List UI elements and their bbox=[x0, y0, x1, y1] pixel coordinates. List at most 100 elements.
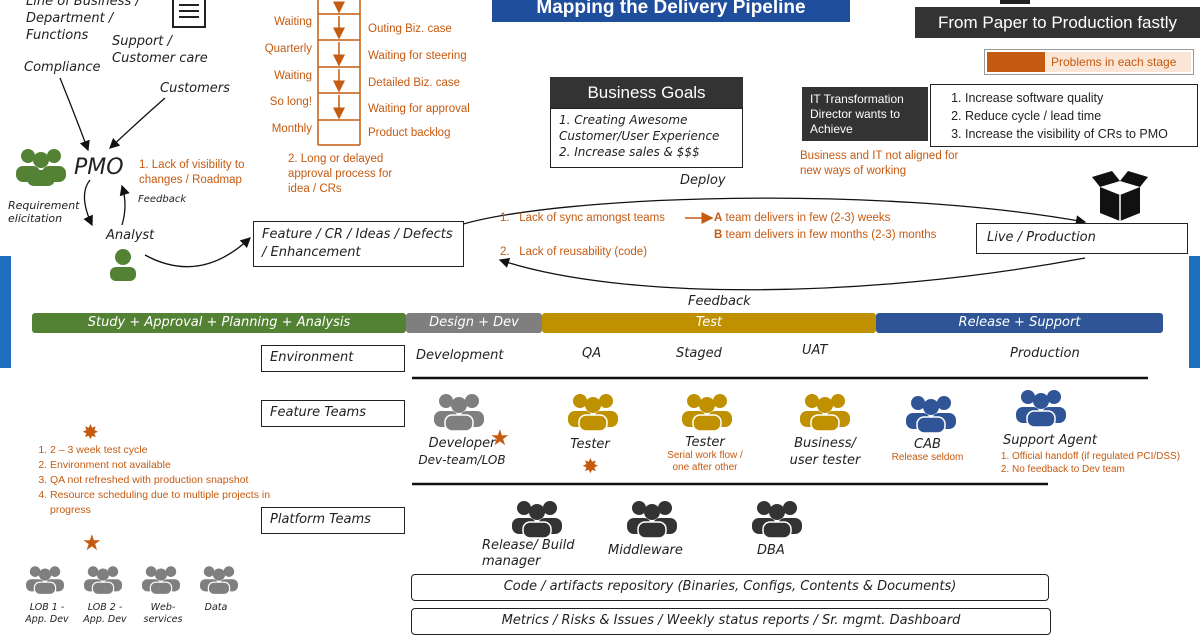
it-director-text: IT Transformation Director wants to Achi… bbox=[810, 92, 904, 136]
support-label: Support / bbox=[112, 34, 172, 49]
loop-team-a: A team delivers in few (2-3) weeks bbox=[714, 211, 890, 226]
step-3: Waiting for approval bbox=[368, 103, 470, 115]
page-title-text: Mapping the Delivery Pipeline bbox=[536, 0, 806, 18]
loop-problem-2-text: Lack of reusability (code) bbox=[519, 246, 648, 258]
team-group-icon bbox=[568, 394, 618, 431]
test-problem-0: 2 – 3 week test cycle bbox=[50, 443, 294, 458]
loop-problem-1-text: Lack of sync amongst teams bbox=[519, 212, 665, 224]
team-group-icon bbox=[142, 566, 180, 595]
lob-1-label: LOB 1 - App. Dev bbox=[22, 602, 72, 626]
lob-data-line1: Data bbox=[204, 602, 228, 613]
page-subtitle-text: From Paper to Production fastly bbox=[937, 13, 1178, 32]
goal-1: 2. Increase sales & $$$ bbox=[559, 145, 700, 159]
department-label: Department / bbox=[26, 11, 114, 26]
it-goals-list: Increase software quality Reduce cycle /… bbox=[937, 89, 1191, 143]
elicitation-text: elicitation bbox=[8, 212, 63, 225]
stakeholder-lob: Line of Business / Department / Function… bbox=[26, 0, 140, 44]
pmo-group-icon bbox=[16, 149, 66, 186]
member-cab: CAB Release seldom bbox=[885, 437, 970, 463]
support-problem-0: Official handoff (if regulated PCI/DSS) bbox=[1012, 450, 1190, 463]
business-goals-box: 1. Creating Awesome Customer/User Experi… bbox=[550, 108, 743, 168]
team-a-letter: A bbox=[714, 212, 723, 224]
it-goal-2: Increase the visibility of CRs to PMO bbox=[965, 125, 1191, 143]
row-platform-teams: Platform Teams bbox=[261, 507, 405, 534]
team-group-icon bbox=[1016, 390, 1066, 427]
platform-middleware: Middleware bbox=[608, 543, 683, 558]
star-icon: ★ bbox=[82, 530, 102, 555]
team-group-icon bbox=[906, 396, 956, 433]
team-group-icon bbox=[26, 566, 64, 595]
stakeholder-customers: Customers bbox=[160, 81, 230, 96]
metrics-box: Metrics / Risks & Issues / Weekly status… bbox=[411, 608, 1051, 635]
document-icon bbox=[172, 0, 206, 28]
it-goal-1: Reduce cycle / lead time bbox=[965, 107, 1191, 125]
platform-dba: DBA bbox=[757, 543, 785, 558]
requirement-text: Requirement bbox=[8, 199, 80, 212]
wait-1: Quarterly bbox=[264, 43, 312, 55]
wait-3: So long! bbox=[269, 96, 312, 108]
lob-web-line1: Web- bbox=[150, 602, 176, 613]
feature-box: Feature / CR / Ideas / Defects / Enhance… bbox=[253, 221, 464, 267]
team-group-icon bbox=[800, 394, 850, 431]
approval-problem: 2. Long or delayed approval process for … bbox=[288, 153, 393, 195]
legend-swatch-2 bbox=[1045, 52, 1191, 72]
step-2: Detailed Biz. case bbox=[368, 77, 461, 89]
live-box: Live / Production bbox=[976, 223, 1188, 254]
star-icon: ✸ bbox=[82, 422, 99, 444]
env-qa: QA bbox=[582, 346, 602, 361]
feedback-label: Feedback bbox=[688, 294, 751, 309]
wait-4: Monthly bbox=[271, 123, 312, 135]
team-b-letter: B bbox=[714, 229, 723, 241]
goal-0: 1. Creating Awesome Customer/User Experi… bbox=[559, 113, 720, 143]
it-goal-0: Increase software quality bbox=[965, 89, 1191, 107]
pmo-label: PMO bbox=[74, 155, 124, 180]
lob-web-label: Web- services bbox=[138, 602, 188, 626]
it-director-label: IT Transformation Director wants to Achi… bbox=[802, 87, 928, 141]
member-tester-staged-sub: Serial work flow / one after other bbox=[667, 450, 743, 473]
support-problem-list: Official handoff (if regulated PCI/DSS) … bbox=[990, 450, 1190, 476]
analyst-icon bbox=[110, 249, 136, 281]
team-group-icon bbox=[752, 501, 802, 538]
member-developer: Developer Dev-team/LOB bbox=[412, 435, 512, 469]
member-tester-staged: Tester Serial work flow / one after othe… bbox=[660, 435, 750, 474]
lob-web-line2: services bbox=[143, 614, 183, 625]
functions-label: Functions bbox=[26, 28, 89, 43]
page-title: Mapping the Delivery Pipeline bbox=[492, 0, 850, 22]
test-problem-1: Environment not available bbox=[50, 458, 294, 473]
team-group-icon bbox=[200, 566, 238, 595]
loop-problem-1: 1. Lack of sync amongst teams bbox=[500, 212, 665, 224]
support-problem-1: No feedback to Dev team bbox=[1012, 463, 1190, 476]
member-developer-sub: Dev-team/LOB bbox=[418, 453, 506, 467]
star-icon: ★ bbox=[490, 425, 510, 450]
member-cab-label: CAB bbox=[914, 437, 941, 452]
team-group-icon bbox=[682, 394, 732, 431]
step-4: Product backlog bbox=[368, 127, 451, 139]
package-icon bbox=[1092, 171, 1148, 221]
legend: Problems in each stage bbox=[984, 49, 1194, 75]
feedback-small-label: Feedback bbox=[138, 194, 187, 205]
member-developer-label: Developer bbox=[428, 436, 496, 451]
env-uat: UAT bbox=[802, 343, 828, 358]
env-staged: Staged bbox=[676, 346, 722, 361]
test-problem-list: 2 – 3 week test cycle Environment not av… bbox=[24, 443, 294, 518]
loop-team-b: B team delivers in few months (2-3) mont… bbox=[714, 228, 936, 243]
phase-design-dev: Design + Dev bbox=[406, 313, 542, 333]
support-problems: Official handoff (if regulated PCI/DSS) … bbox=[990, 450, 1190, 476]
business-goals-title: Business Goals bbox=[587, 83, 706, 102]
lob-2-line1: LOB 2 - bbox=[87, 602, 123, 613]
test-problem-3: Resource scheduling due to multiple proj… bbox=[50, 488, 294, 518]
team-group-icon bbox=[84, 566, 122, 595]
row-environment: Environment bbox=[261, 345, 405, 372]
legend-label: Problems in each stage bbox=[1051, 55, 1177, 69]
lob-1-line2: App. Dev bbox=[25, 614, 69, 625]
stakeholder-compliance: Compliance bbox=[24, 60, 101, 75]
phase-test: Test bbox=[542, 313, 876, 333]
team-b-text: team delivers in few months (2-3) months bbox=[725, 229, 937, 241]
test-problems: 2 – 3 week test cycle Environment not av… bbox=[24, 443, 294, 518]
step-0: Outing Biz. case bbox=[368, 23, 452, 35]
member-support-agent: Support Agent bbox=[1003, 433, 1098, 448]
test-problem-2: QA not refreshed with production snapsho… bbox=[50, 473, 294, 488]
wait-2: Waiting bbox=[274, 70, 312, 82]
box-top-icon bbox=[1000, 0, 1030, 4]
